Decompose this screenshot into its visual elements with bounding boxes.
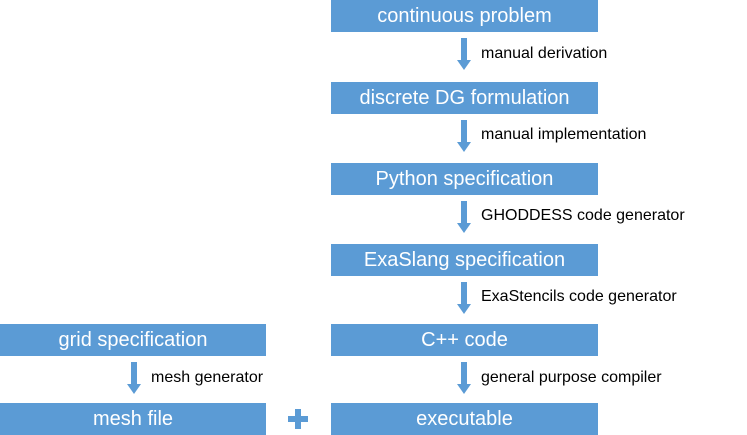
step-manual-derivation: manual derivation xyxy=(481,45,608,62)
down-arrow-icon xyxy=(457,362,471,394)
step-manual-implementation: manual implementation xyxy=(481,126,647,143)
down-arrow-icon xyxy=(457,201,471,233)
box-label: Python specification xyxy=(375,167,554,190)
step-general-purpose-compiler: general purpose compiler xyxy=(481,369,662,386)
box-executable: executable xyxy=(331,403,598,435)
step-exastencils-code-generator: ExaStencils code generator xyxy=(481,288,677,305)
box-label: mesh file xyxy=(92,407,174,430)
box-mesh-file: mesh file xyxy=(0,403,266,435)
down-arrow-icon xyxy=(457,120,471,152)
plus-icon xyxy=(288,409,308,429)
box-python-specification: Python specification xyxy=(331,163,598,195)
box-label: discrete DG formulation xyxy=(359,86,570,109)
step-ghoddess-code-generator: GHODDESS code generator xyxy=(481,207,685,224)
box-label: C++ code xyxy=(421,328,508,351)
box-continuous-problem: continuous problem xyxy=(331,0,598,32)
down-arrow-icon xyxy=(457,38,471,70)
step-mesh-generator: mesh generator xyxy=(151,369,264,386)
down-arrow-icon xyxy=(457,282,471,314)
box-exaslang-specification: ExaSlang specification xyxy=(331,244,598,276)
box-cpp-code: C++ code xyxy=(331,324,598,356)
box-discrete-dg-formulation: discrete DG formulation xyxy=(331,82,598,114)
box-label: executable xyxy=(416,407,513,430)
down-arrow-icon xyxy=(127,362,141,394)
box-label: continuous problem xyxy=(377,4,552,27)
box-label: grid specification xyxy=(58,328,208,351)
box-label: ExaSlang specification xyxy=(363,248,566,271)
box-grid-specification: grid specification xyxy=(0,324,266,356)
